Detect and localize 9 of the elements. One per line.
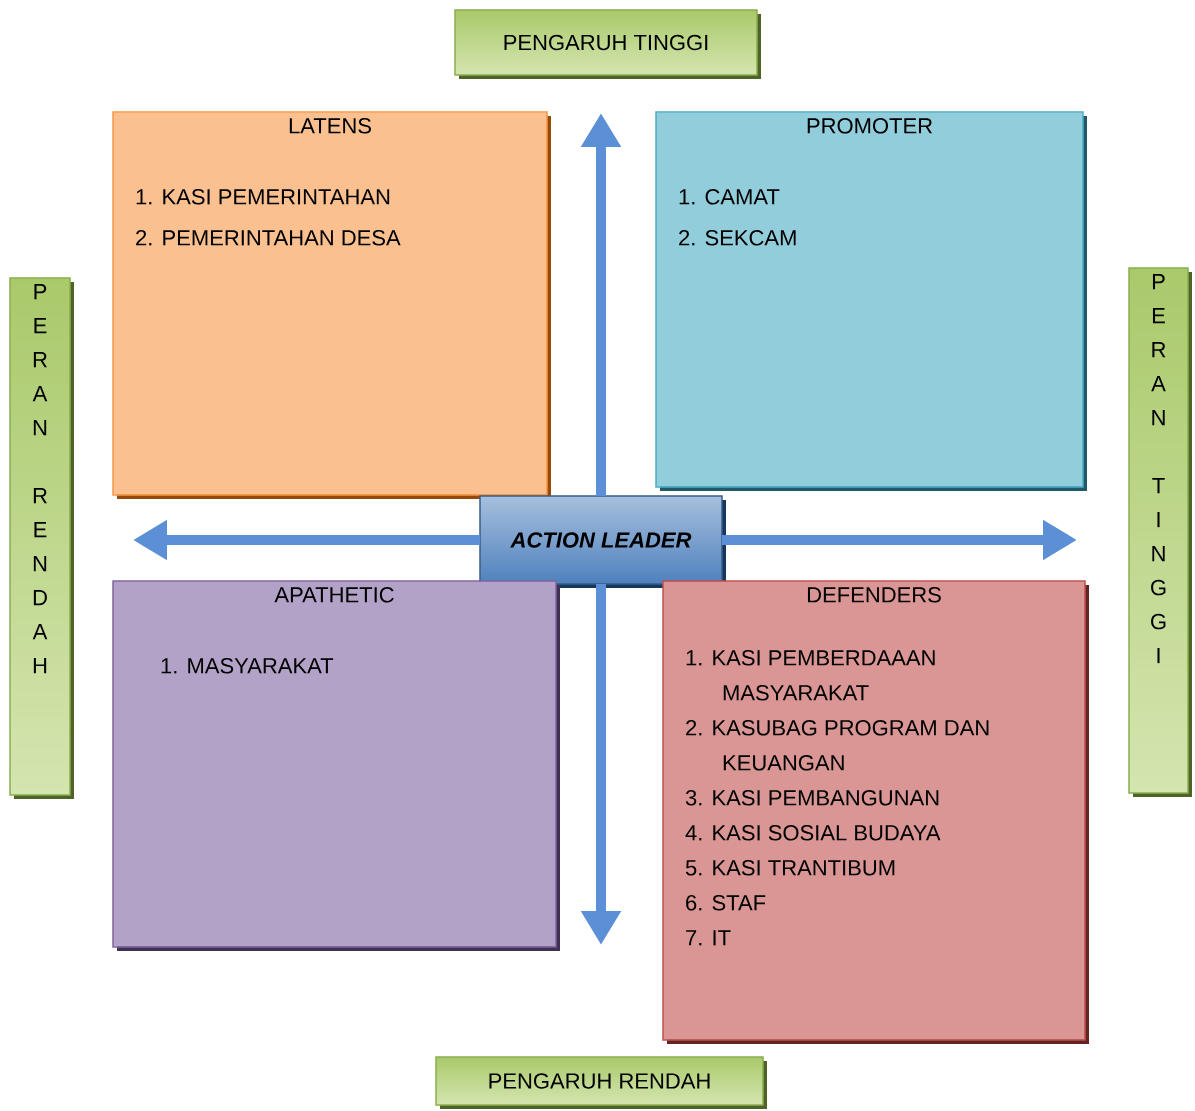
quadrant-box: DEFENDERS 1. KASI PEMBERDAAAN MASYARAKAT 2. KASUBAG PROGRAM DAN KEUANGAN 3. KASI PEMBANGUNAN 4. KASI SOSIAL BUDAYA 5. KASI TRANTIBUM 6. STAF 7. IT (662, 580, 1089, 1044)
axis-label-box: PERAN TINGGI (1128, 267, 1192, 797)
axis-label-box: PERAN RENDAH (9, 277, 74, 799)
quadrant-box: LATENS 1. KASI PEMERINTAHAN 2. PEMERINTAHAN DESA (112, 111, 551, 499)
axis-label-box: PENGARUH RENDAH (435, 1056, 767, 1109)
axis-label-box: PENGARUH TINGGI (454, 9, 761, 79)
center-box: ACTION LEADER (479, 495, 726, 588)
quadrant-box: APATHETIC 1. MASYARAKAT (112, 580, 560, 951)
quadrant-box: PROMOTER 1. CAMAT 2. SEKCAM (655, 111, 1087, 491)
